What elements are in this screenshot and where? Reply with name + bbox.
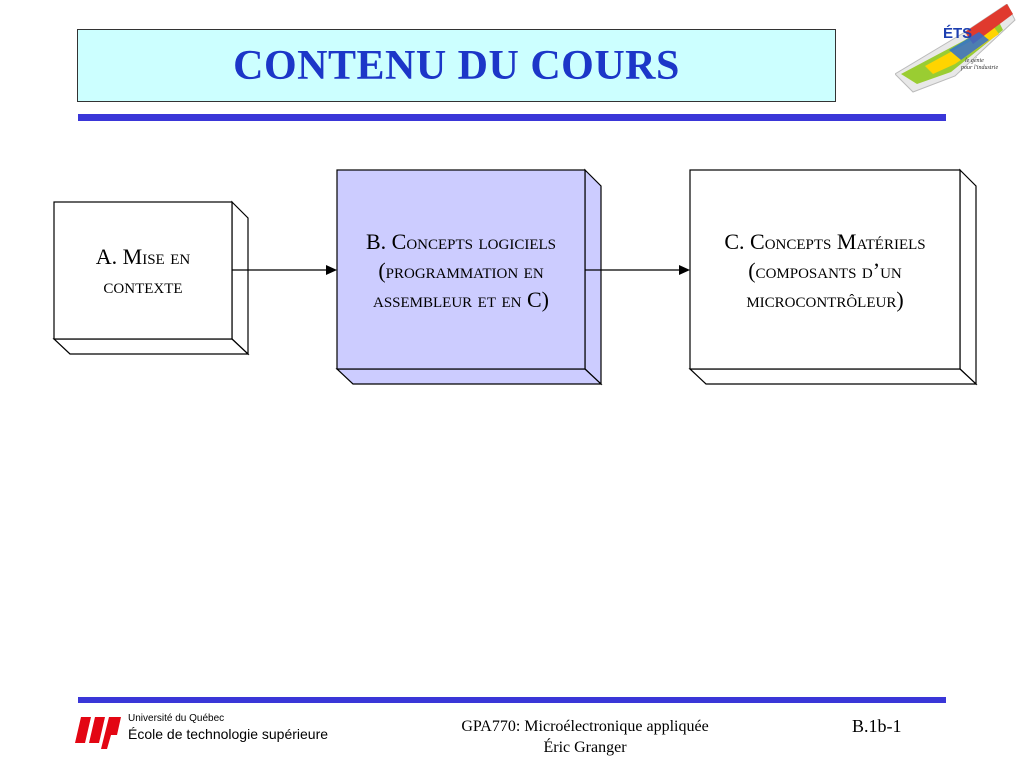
ets-tagline-2: pour l'industrie: [960, 65, 998, 71]
footer-author: Éric Granger: [543, 739, 627, 756]
ets-logo: ÉTS le génie pour l'industrie: [895, 4, 1016, 93]
footer-university: Université du Québec: [128, 713, 225, 724]
footer-school: École de technologie supérieure: [128, 726, 329, 742]
arrow-b-to-c: [585, 265, 690, 275]
footer-course-block: GPA770: Microélectronique appliquée Éric…: [400, 716, 770, 758]
box-a: A. Mise en contexte: [52, 200, 250, 356]
footer-rule: [78, 697, 946, 703]
ets-initials: ÉTS: [943, 25, 972, 42]
box-b-label: B. Concepts logiciels (programmation en …: [365, 228, 557, 312]
box-c-shape: [688, 168, 978, 386]
title-box: CONTENU DU COURS: [77, 29, 836, 102]
header-rule: [78, 114, 946, 121]
uq-logo-icon: [75, 717, 121, 749]
footer-page-number: B.1b-1: [852, 716, 902, 736]
arrow-a-to-b: [232, 265, 337, 275]
box-c: C. Concepts Matériels (composants d’un m…: [688, 168, 978, 386]
footer-course: GPA770: Microélectronique appliquée: [461, 718, 709, 735]
box-a-shape: [52, 200, 250, 356]
box-c-label: C. Concepts Matériels (composants d’un m…: [724, 228, 926, 312]
box-a-label: A. Mise en contexte: [95, 243, 191, 298]
ets-tagline-1: le génie: [965, 58, 984, 64]
slide-title: CONTENU DU COURS: [233, 42, 680, 89]
box-b: B. Concepts logiciels (programmation en …: [335, 168, 603, 386]
